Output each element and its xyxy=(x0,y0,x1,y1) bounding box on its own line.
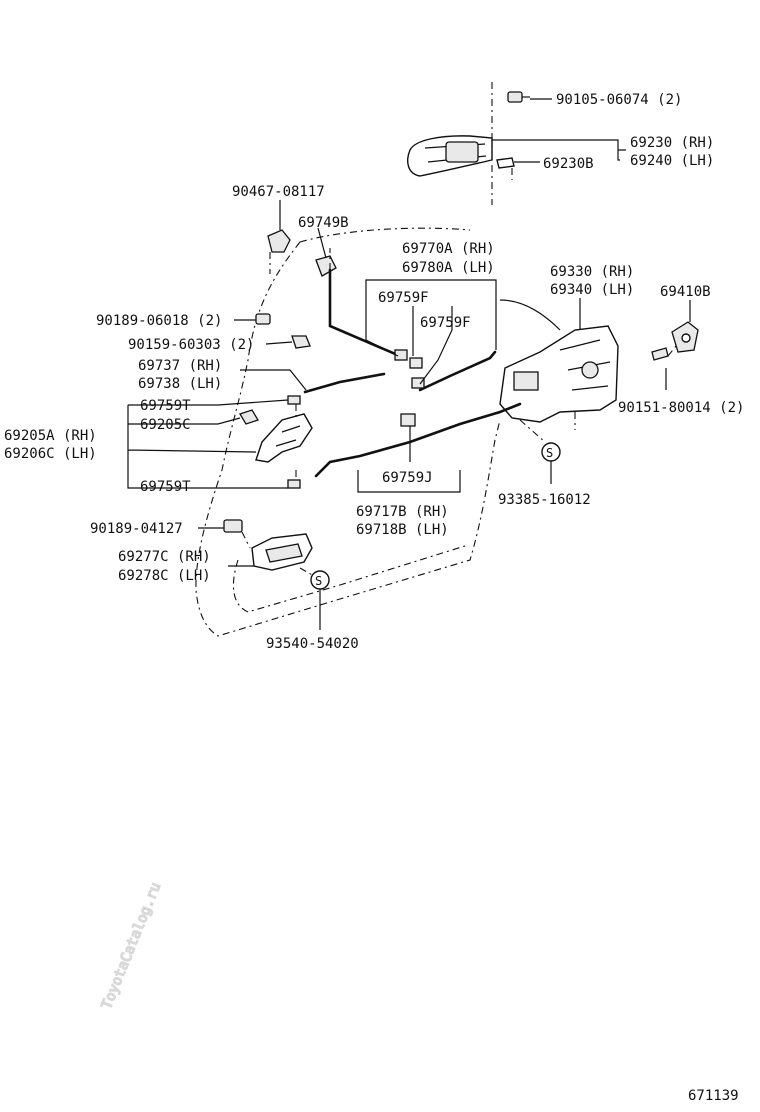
label-69759f-a: 69759F xyxy=(378,290,429,306)
label-69738: 69738 (LH) xyxy=(138,376,222,392)
label-69717b: 69717B (RH) xyxy=(356,504,449,520)
clip-69759j-part xyxy=(400,413,416,427)
label-69759f-b: 69759F xyxy=(420,315,471,331)
door-edge-right xyxy=(499,299,561,331)
label-69230: 69230 (RH) xyxy=(630,135,714,151)
label-90105: 90105-06074 (2) xyxy=(556,92,682,108)
label-69759t-b: 69759T xyxy=(140,479,191,495)
inside-lever-part xyxy=(255,413,313,463)
label-90151: 90151-80014 (2) xyxy=(618,400,744,416)
outside-handle-part xyxy=(407,135,493,177)
label-93385: 93385-16012 xyxy=(498,492,591,508)
rod-69770a xyxy=(328,268,402,358)
label-69770a: 69770A (RH) xyxy=(402,241,495,257)
figure-id: 671139 xyxy=(688,1088,739,1104)
label-69277c: 69277C (RH) xyxy=(118,549,211,565)
rod-69717b xyxy=(314,402,522,478)
s-mark-1: S xyxy=(546,446,553,460)
handle-cover-69230b-part xyxy=(496,157,515,169)
label-69230b: 69230B xyxy=(543,156,594,172)
clip-69749b-part xyxy=(315,255,337,277)
door-lock-assembly-part xyxy=(499,325,619,423)
s-mark-2: S xyxy=(315,574,322,588)
assembly-lines xyxy=(241,140,677,577)
label-69718b: 69718B (LH) xyxy=(356,522,449,538)
door-striker-part xyxy=(671,321,699,353)
rod-69737 xyxy=(303,372,386,394)
label-69206c: 69206C (LH) xyxy=(4,446,97,462)
leader-lines xyxy=(127,98,691,630)
label-69737: 69737 (RH) xyxy=(138,358,222,374)
label-69240: 69240 (LH) xyxy=(630,153,714,169)
screw-90189-04127-part xyxy=(223,519,243,533)
bolt-90105-part xyxy=(507,91,530,103)
label-90189-06018: 90189-06018 (2) xyxy=(96,313,222,329)
label-69205c: 69205C xyxy=(140,417,191,433)
label-90159: 90159-60303 (2) xyxy=(128,337,254,353)
rod-joint-parts xyxy=(394,349,425,389)
rod-69759f xyxy=(418,350,497,392)
label-90467: 90467-08117 xyxy=(232,184,325,200)
inside-handle-part xyxy=(251,533,313,571)
label-69330: 69330 (RH) xyxy=(550,264,634,280)
label-69780a: 69780A (LH) xyxy=(402,260,495,276)
clip-69759t-parts xyxy=(287,395,301,489)
clip-69205c-part xyxy=(239,409,259,425)
label-69759j: 69759J xyxy=(382,470,433,486)
screw-90151-part xyxy=(651,347,669,361)
screw-90189-06018-part xyxy=(255,313,271,325)
clip-90467-part xyxy=(267,229,291,253)
label-69759t-a: 69759T xyxy=(140,398,191,414)
label-69340: 69340 (LH) xyxy=(550,282,634,298)
label-69278c: 69278C (LH) xyxy=(118,568,211,584)
screw-90159-part xyxy=(291,335,311,349)
watermark: ToyotaCatalog.ru xyxy=(99,880,164,1011)
label-69749b: 69749B xyxy=(298,215,349,231)
door-panel-outline xyxy=(195,227,501,637)
door-inner-line xyxy=(232,544,469,613)
label-69410b: 69410B xyxy=(660,284,711,300)
label-69205a: 69205A (RH) xyxy=(4,428,97,444)
label-90189-04127: 90189-04127 xyxy=(90,521,183,537)
label-93540: 93540-54020 xyxy=(266,636,359,652)
